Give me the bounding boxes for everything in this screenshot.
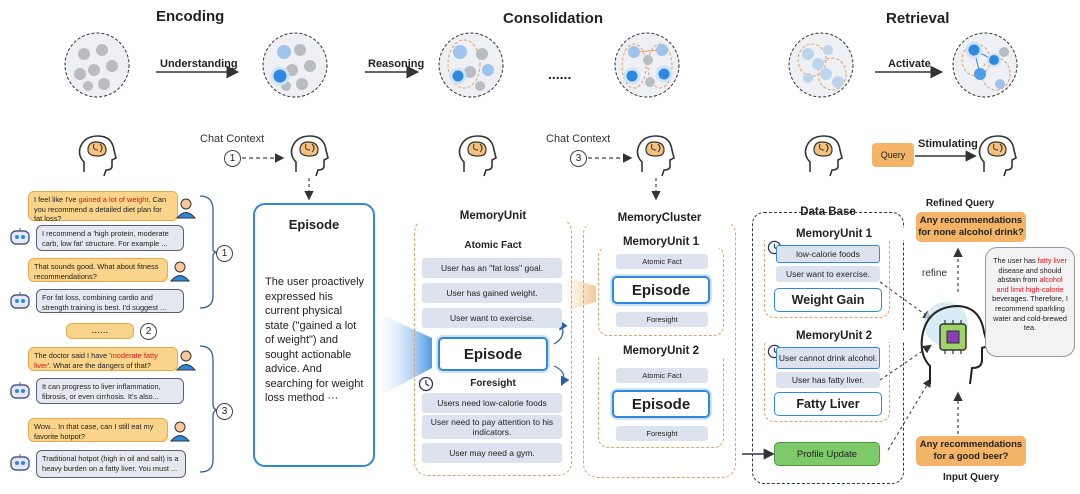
neuron-cluster-icon [262,32,328,98]
ai-brain-icon [920,302,990,385]
marker-3: 3 [570,150,587,167]
query-box: Query [872,143,914,167]
db-unit-1-item: User want to exercise. [776,266,880,282]
user-avatar-icon [176,350,196,371]
refined-query-box: Any recommendations for none alcohol dri… [916,212,1026,242]
clock-icon [418,376,434,392]
answer-bubble: The user has fatty liver disease and sho… [985,247,1075,357]
episode-title: Episode [288,217,340,232]
neuron-cluster-icon [64,32,130,98]
chat-bot-message: For fat loss, combining cardio and stren… [36,289,184,313]
stage-title-encoding: Encoding [156,8,225,25]
cluster-foresight: Foresight [616,426,708,441]
profile-update-button[interactable]: Profile Update [774,442,880,466]
label-reasoning: Reasoning [368,58,425,70]
foresight-title: Foresight [470,378,516,389]
brain-head-icon [804,135,843,177]
refined-query-title: Refined Query [925,198,995,209]
bot-avatar-icon [10,228,30,245]
neuron-cluster-icon [438,32,504,98]
foresight-item: User need to pay attention to his indica… [422,415,562,439]
episode-body: The user proactively expressed his curre… [265,276,365,404]
brain-head-icon [290,135,329,177]
input-query-box: Any recommendations for a good beer? [916,436,1026,466]
chat-user-message: The doctor said I have 'moderate fatty l… [28,347,178,371]
cluster-foresight: Foresight [616,312,708,327]
foresight-item: Users need low-calorie foods [422,393,562,413]
database-box [752,212,904,484]
db-unit-2-item: User has fatty liver. [776,372,880,388]
neuron-cluster-icon [952,32,1018,98]
stage-title-consolidation: Consolidation [503,10,603,27]
stage-title-retrieval: Retrieval [886,10,950,27]
label-chat-context-3: Chat Context [546,133,611,145]
marker-1: 1 [216,245,233,262]
episode-panel: Episode The user proactively expressed h… [253,203,375,467]
db-unit-2-label: Fatty Liver [774,392,882,416]
cluster-atomic-fact: Atomic Fact [616,254,708,269]
db-unit-2-item: User cannot drink alcohol. [776,347,880,369]
chat-bot-message: Traditional hotpot (high in oil and salt… [36,450,186,478]
chat-user-message: That sounds good. What about fitness rec… [28,258,168,282]
marker-3: 3 [216,403,233,420]
brain-head-icon [636,135,675,177]
db-unit-2-title: MemoryUnit 2 [764,330,904,342]
atomic-fact-item: User has gained weight. [422,283,562,303]
label-understanding: Understanding [160,58,238,70]
memory-unit-title: MemoryUnit [414,210,572,222]
user-avatar-icon [170,261,190,282]
brain-head-icon [978,135,1017,177]
neuron-cluster-icon [614,32,680,98]
label-chat-context-1: Chat Context [200,133,265,145]
cluster-episode: Episode [612,276,710,304]
cluster-unit-1-title: MemoryUnit 1 [598,236,724,248]
marker-2: 2 [140,323,157,340]
chat-bot-message: I recommend a 'high protein, moderate ca… [36,225,184,251]
bot-avatar-icon [10,454,30,471]
bot-avatar-icon [10,382,30,399]
db-unit-1-item: low-calorie foods [776,245,880,263]
label-ellipsis: ...... [548,66,572,82]
chat-user-message: I feel like I've gained a lot of weight.… [28,191,178,223]
cluster-unit-2-title: MemoryUnit 2 [598,345,724,357]
neuron-cluster-icon [788,32,854,98]
chat-bot-message: It can progress to liver inflammation, f… [36,378,184,404]
input-query-title: Input Query [942,472,1000,483]
atomic-fact-item: User has an "fat loss" goal. [422,258,562,278]
memory-cluster-title: MemoryCluster [583,212,736,224]
foresight-item: User may need a gym. [422,443,562,463]
chat-user-message: Wow... In that case, can I still eat my … [28,418,168,442]
database-title: Data Base [800,206,856,218]
label-stimulating: Stimulating [918,138,978,150]
memory-unit-episode: Episode [438,337,548,371]
atomic-fact-item: User want to exercise. [422,308,562,328]
db-unit-1-title: MemoryUnit 1 [764,228,904,240]
user-avatar-icon [176,198,196,219]
user-avatar-icon [170,421,190,442]
brain-head-icon [78,135,117,177]
brain-head-icon [458,135,497,177]
db-unit-1-label: Weight Gain [774,288,882,312]
label-activate: Activate [888,58,931,70]
cluster-atomic-fact: Atomic Fact [616,368,708,383]
refine-label: refine [922,268,948,279]
chat-gap: ...... [66,323,134,339]
bot-avatar-icon [10,292,30,309]
marker-1: 1 [224,150,241,167]
cluster-episode: Episode [612,390,710,418]
atomic-fact-title: Atomic Fact [464,240,522,251]
